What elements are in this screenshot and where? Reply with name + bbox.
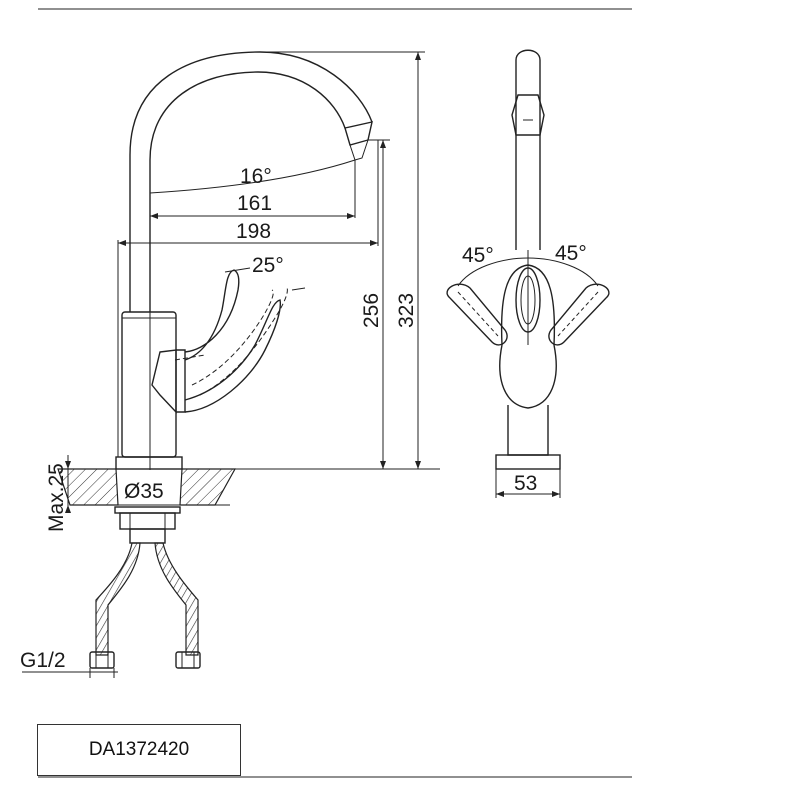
counter-section bbox=[57, 468, 440, 506]
frame-lines bbox=[38, 8, 632, 778]
hole-diameter-label: Ø35 bbox=[124, 480, 164, 503]
fixing-and-hoses bbox=[89, 506, 201, 669]
product-code-box: DA1372420 bbox=[37, 724, 241, 776]
handle-left-angle-label: 45° bbox=[462, 244, 494, 267]
handle-angle-label: 25° bbox=[252, 254, 284, 277]
max-thickness-label: Max.25 bbox=[45, 463, 68, 532]
product-code: DA1372420 bbox=[88, 739, 190, 760]
spout-height-label: 256 bbox=[360, 293, 383, 328]
front-view-faucet bbox=[446, 49, 610, 470]
handle-right-angle-label: 45° bbox=[555, 242, 587, 265]
overall-height-label: 323 bbox=[395, 293, 418, 328]
spout-angle-label: 16° bbox=[240, 165, 272, 188]
side-dimensions bbox=[22, 51, 425, 678]
overall-reach-label: 198 bbox=[236, 220, 271, 243]
side-view-faucet bbox=[115, 51, 373, 470]
connection-thread-label: G1/2 bbox=[20, 649, 66, 672]
spout-reach-label: 161 bbox=[237, 192, 272, 215]
base-width-label: 53 bbox=[514, 472, 537, 495]
front-dimensions bbox=[495, 469, 561, 498]
